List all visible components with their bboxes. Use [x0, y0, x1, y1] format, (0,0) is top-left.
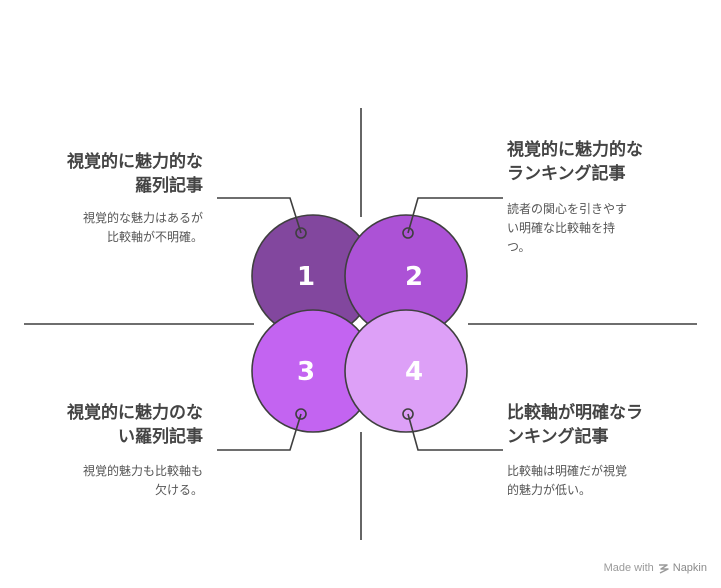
connector-dot-3 [295, 408, 307, 420]
quadrant-3-label: 視覚的に魅力のな い羅列記事 視覚的魅力も比較軸も 欠ける。 [66, 402, 203, 497]
quadrant-4-desc-line-2: 的魅力が低い。 [507, 482, 591, 497]
watermark-prefix: Made with [603, 562, 654, 574]
connector-2 [407, 197, 503, 234]
number-2: 2 [405, 262, 423, 292]
connector-dot-1 [295, 227, 307, 239]
quadrant-1-desc-line-2: 比較軸が不明確。 [107, 229, 203, 244]
napkin-logo-icon [658, 563, 669, 574]
connector-3 [217, 413, 302, 451]
quadrant-2-label: 視覚的に魅力的な ランキング記事 読者の関心を引きやす い明確な比較軸を持 つ。 [506, 139, 643, 254]
number-1: 1 [297, 262, 315, 292]
quadrant-4-title-line-2: ンキング記事 [507, 426, 609, 447]
circles [251, 214, 468, 433]
quadrant-4-title-line-1: 比較軸が明確なラ [507, 402, 643, 423]
quadrant-4-label: 比較軸が明確なラ ンキング記事 比較軸は明確だが視覚 的魅力が低い。 [507, 402, 643, 497]
quadrant-2-title-line-1: 視覚的に魅力的な [506, 139, 643, 160]
number-4: 4 [405, 357, 423, 387]
connector-dot-2 [402, 227, 414, 239]
made-with-napkin-watermark: Made with Napkin [604, 562, 707, 574]
connector-dots [295, 227, 414, 420]
axes [24, 108, 697, 540]
quadrant-1-label: 視覚的に魅力的な 羅列記事 視覚的な魅力はあるが 比較軸が不明確。 [66, 151, 203, 244]
quadrant-3-desc-line-1: 視覚的魅力も比較軸も [83, 463, 203, 478]
connector-4 [407, 413, 503, 451]
quadrant-2-desc-line-2: い明確な比較軸を持 [507, 220, 615, 235]
connectors [217, 197, 503, 451]
quadrant-3-title-line-1: 視覚的に魅力のな [66, 402, 203, 423]
circle-numbers: 1 2 3 4 [297, 262, 423, 387]
connector-1 [217, 197, 302, 234]
quadrant-2-desc-line-1: 読者の関心を引きやす [507, 201, 627, 216]
quadrant-4-desc-line-1: 比較軸は明確だが視覚 [507, 463, 627, 478]
quadrant-3-desc-line-2: 欠ける。 [155, 482, 203, 497]
circle-4 [344, 309, 468, 433]
quadrant-2-title-line-2: ランキング記事 [507, 163, 626, 184]
watermark-brand: Napkin [672, 562, 707, 574]
number-3: 3 [297, 357, 315, 387]
quadrant-1-title-line-1: 視覚的に魅力的な [66, 151, 203, 172]
quadrant-2-desc-line-3: つ。 [507, 240, 531, 254]
connector-dot-4 [402, 408, 414, 420]
quadrant-1-title-line-2: 羅列記事 [135, 175, 203, 196]
quadrant-3-title-line-2: い羅列記事 [118, 426, 203, 447]
quadrant-1-desc-line-1: 視覚的な魅力はあるが [83, 210, 203, 225]
